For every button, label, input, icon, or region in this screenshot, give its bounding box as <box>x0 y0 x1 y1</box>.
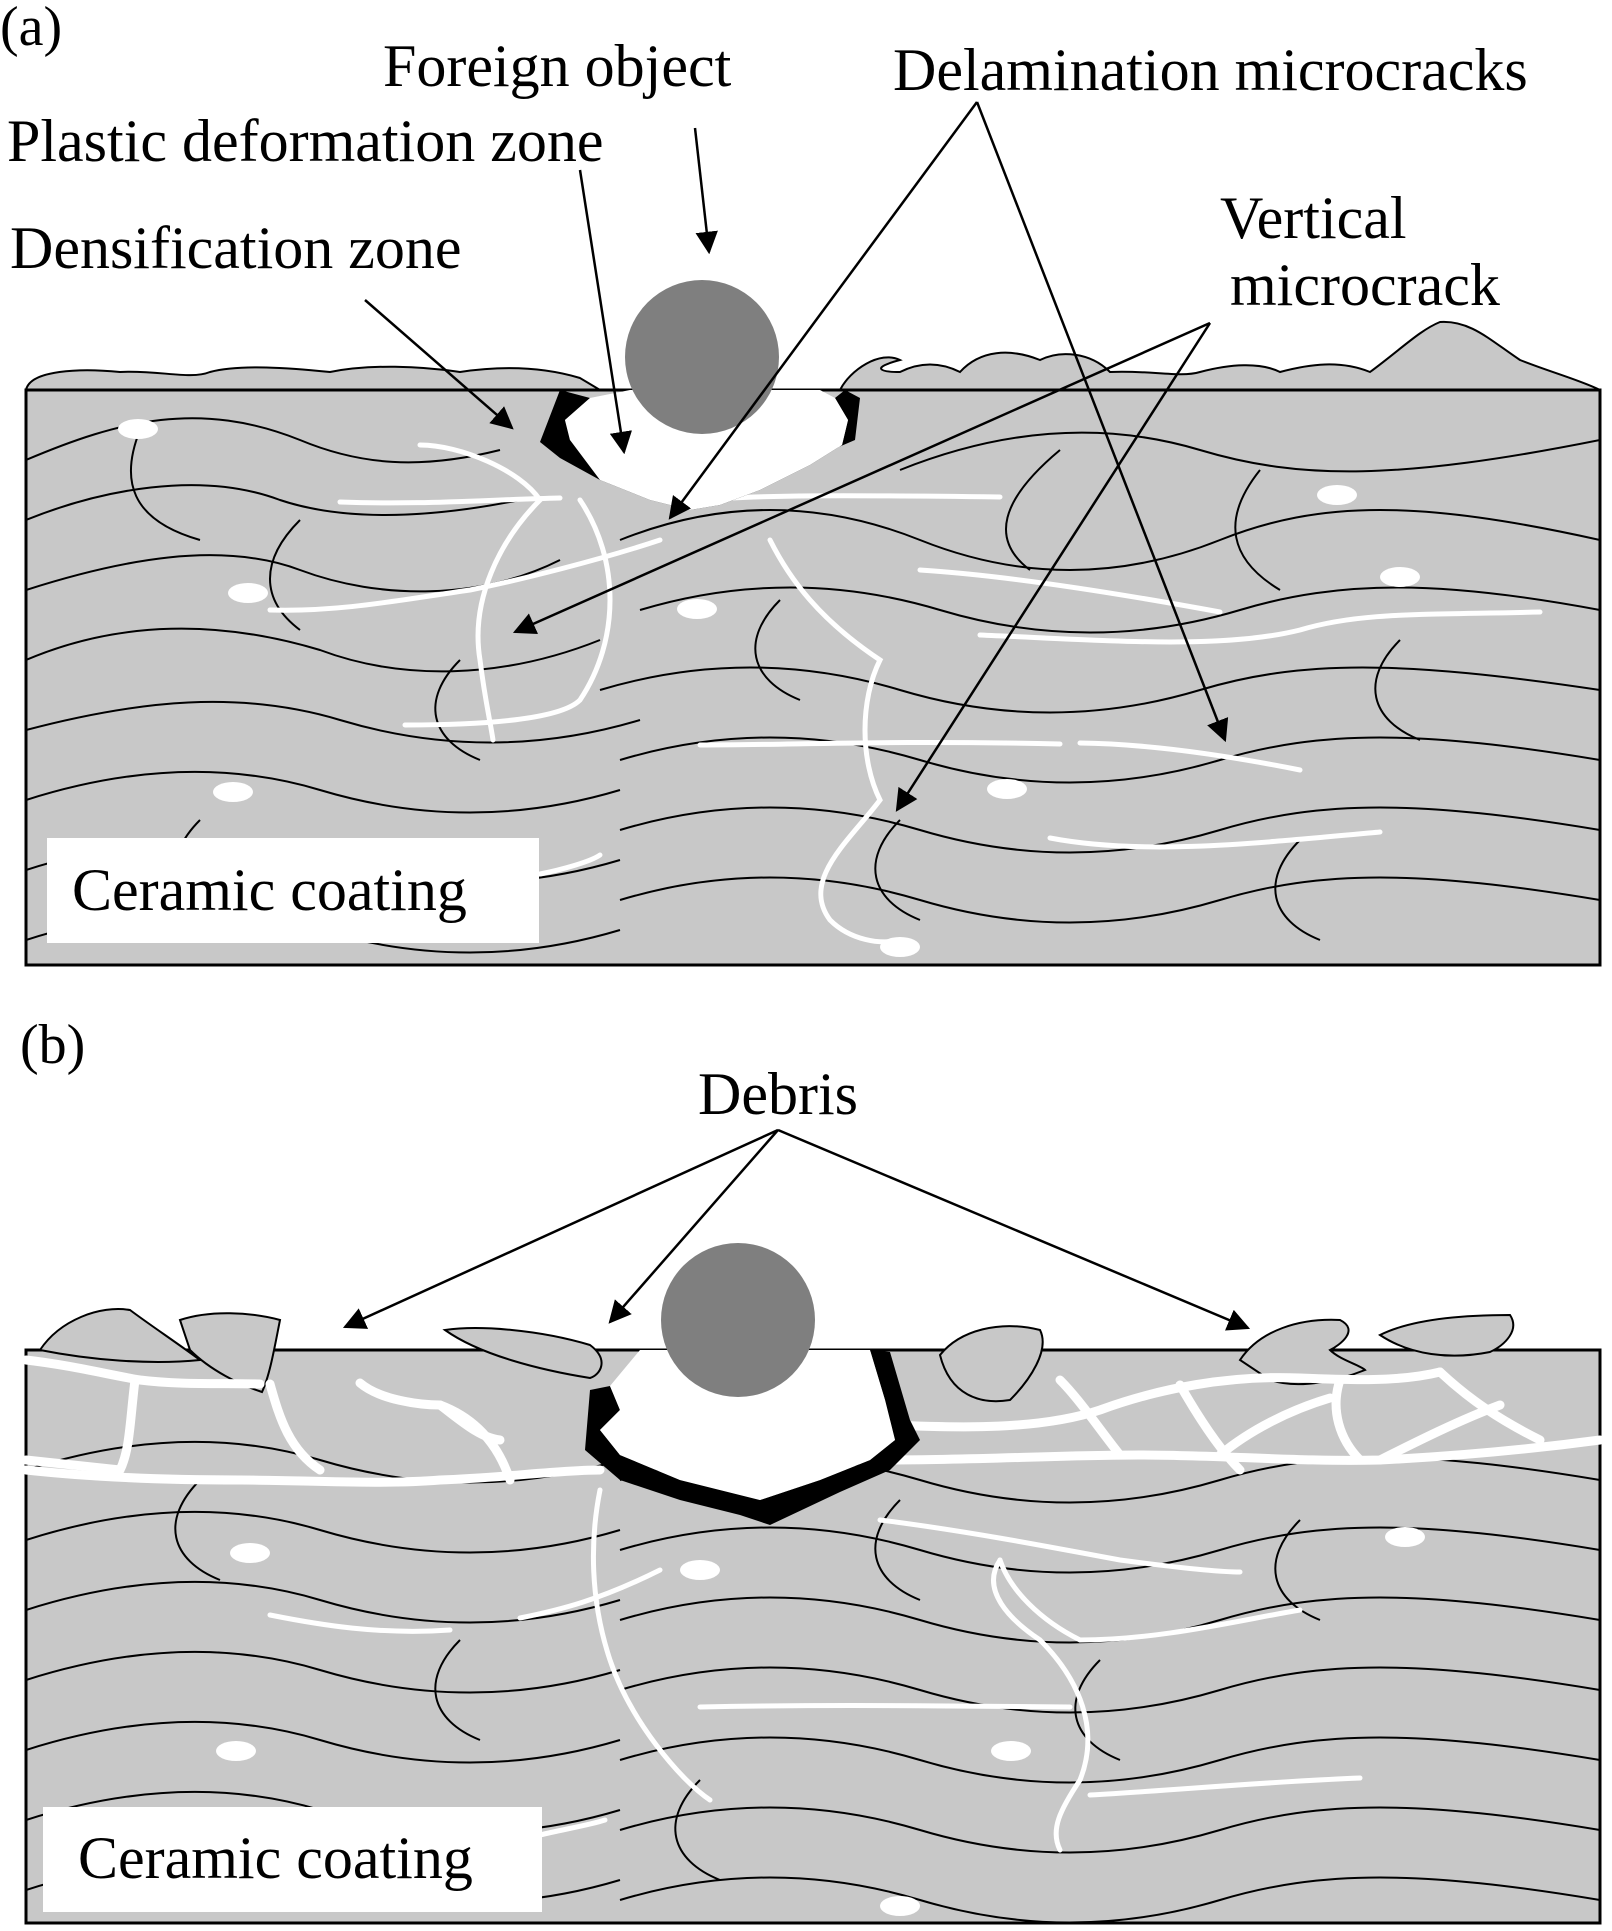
white-microcracks-b <box>267 1487 1363 1853</box>
pores-b <box>216 1527 1425 1916</box>
coating-label-box-a <box>47 838 539 943</box>
label-vertical-microcrack-line2: microcrack <box>1230 252 1500 318</box>
arrows-b <box>342 1128 1251 1331</box>
label-densification-zone: Densification zone <box>10 215 462 281</box>
arrows-a <box>364 101 1229 812</box>
pores-a <box>118 419 1420 957</box>
foreign-object-particle-b <box>661 1243 815 1397</box>
label-plastic-deformation-zone: Plastic deformation zone <box>7 108 603 174</box>
label-delamination-microcracks: Delamination microcracks <box>893 37 1528 103</box>
coating-label-box-b <box>43 1807 542 1912</box>
densification-zone-b <box>585 1350 920 1525</box>
label-ceramic-coating-a: Ceramic coating <box>72 857 467 923</box>
panel-a-tag: (a) <box>0 0 62 58</box>
label-foreign-object: Foreign object <box>383 33 732 99</box>
label-vertical-microcrack-line1: Vertical <box>1220 185 1407 251</box>
foreign-object-particle-a <box>625 280 779 434</box>
plastic-deformation-zone-b <box>600 1350 895 1500</box>
panel-b: (b) <box>20 1014 1605 1925</box>
debris-fragments-b <box>38 1308 1515 1403</box>
panel-b-tag: (b) <box>20 1014 85 1076</box>
plastic-deformation-zone-a <box>565 390 848 510</box>
label-ceramic-coating-b: Ceramic coating <box>78 1825 473 1891</box>
panel-a: (a) <box>0 0 1602 967</box>
white-crack-network-b <box>21 1355 1605 1487</box>
surface-roughness-a <box>25 320 1601 391</box>
label-debris: Debris <box>698 1061 858 1127</box>
